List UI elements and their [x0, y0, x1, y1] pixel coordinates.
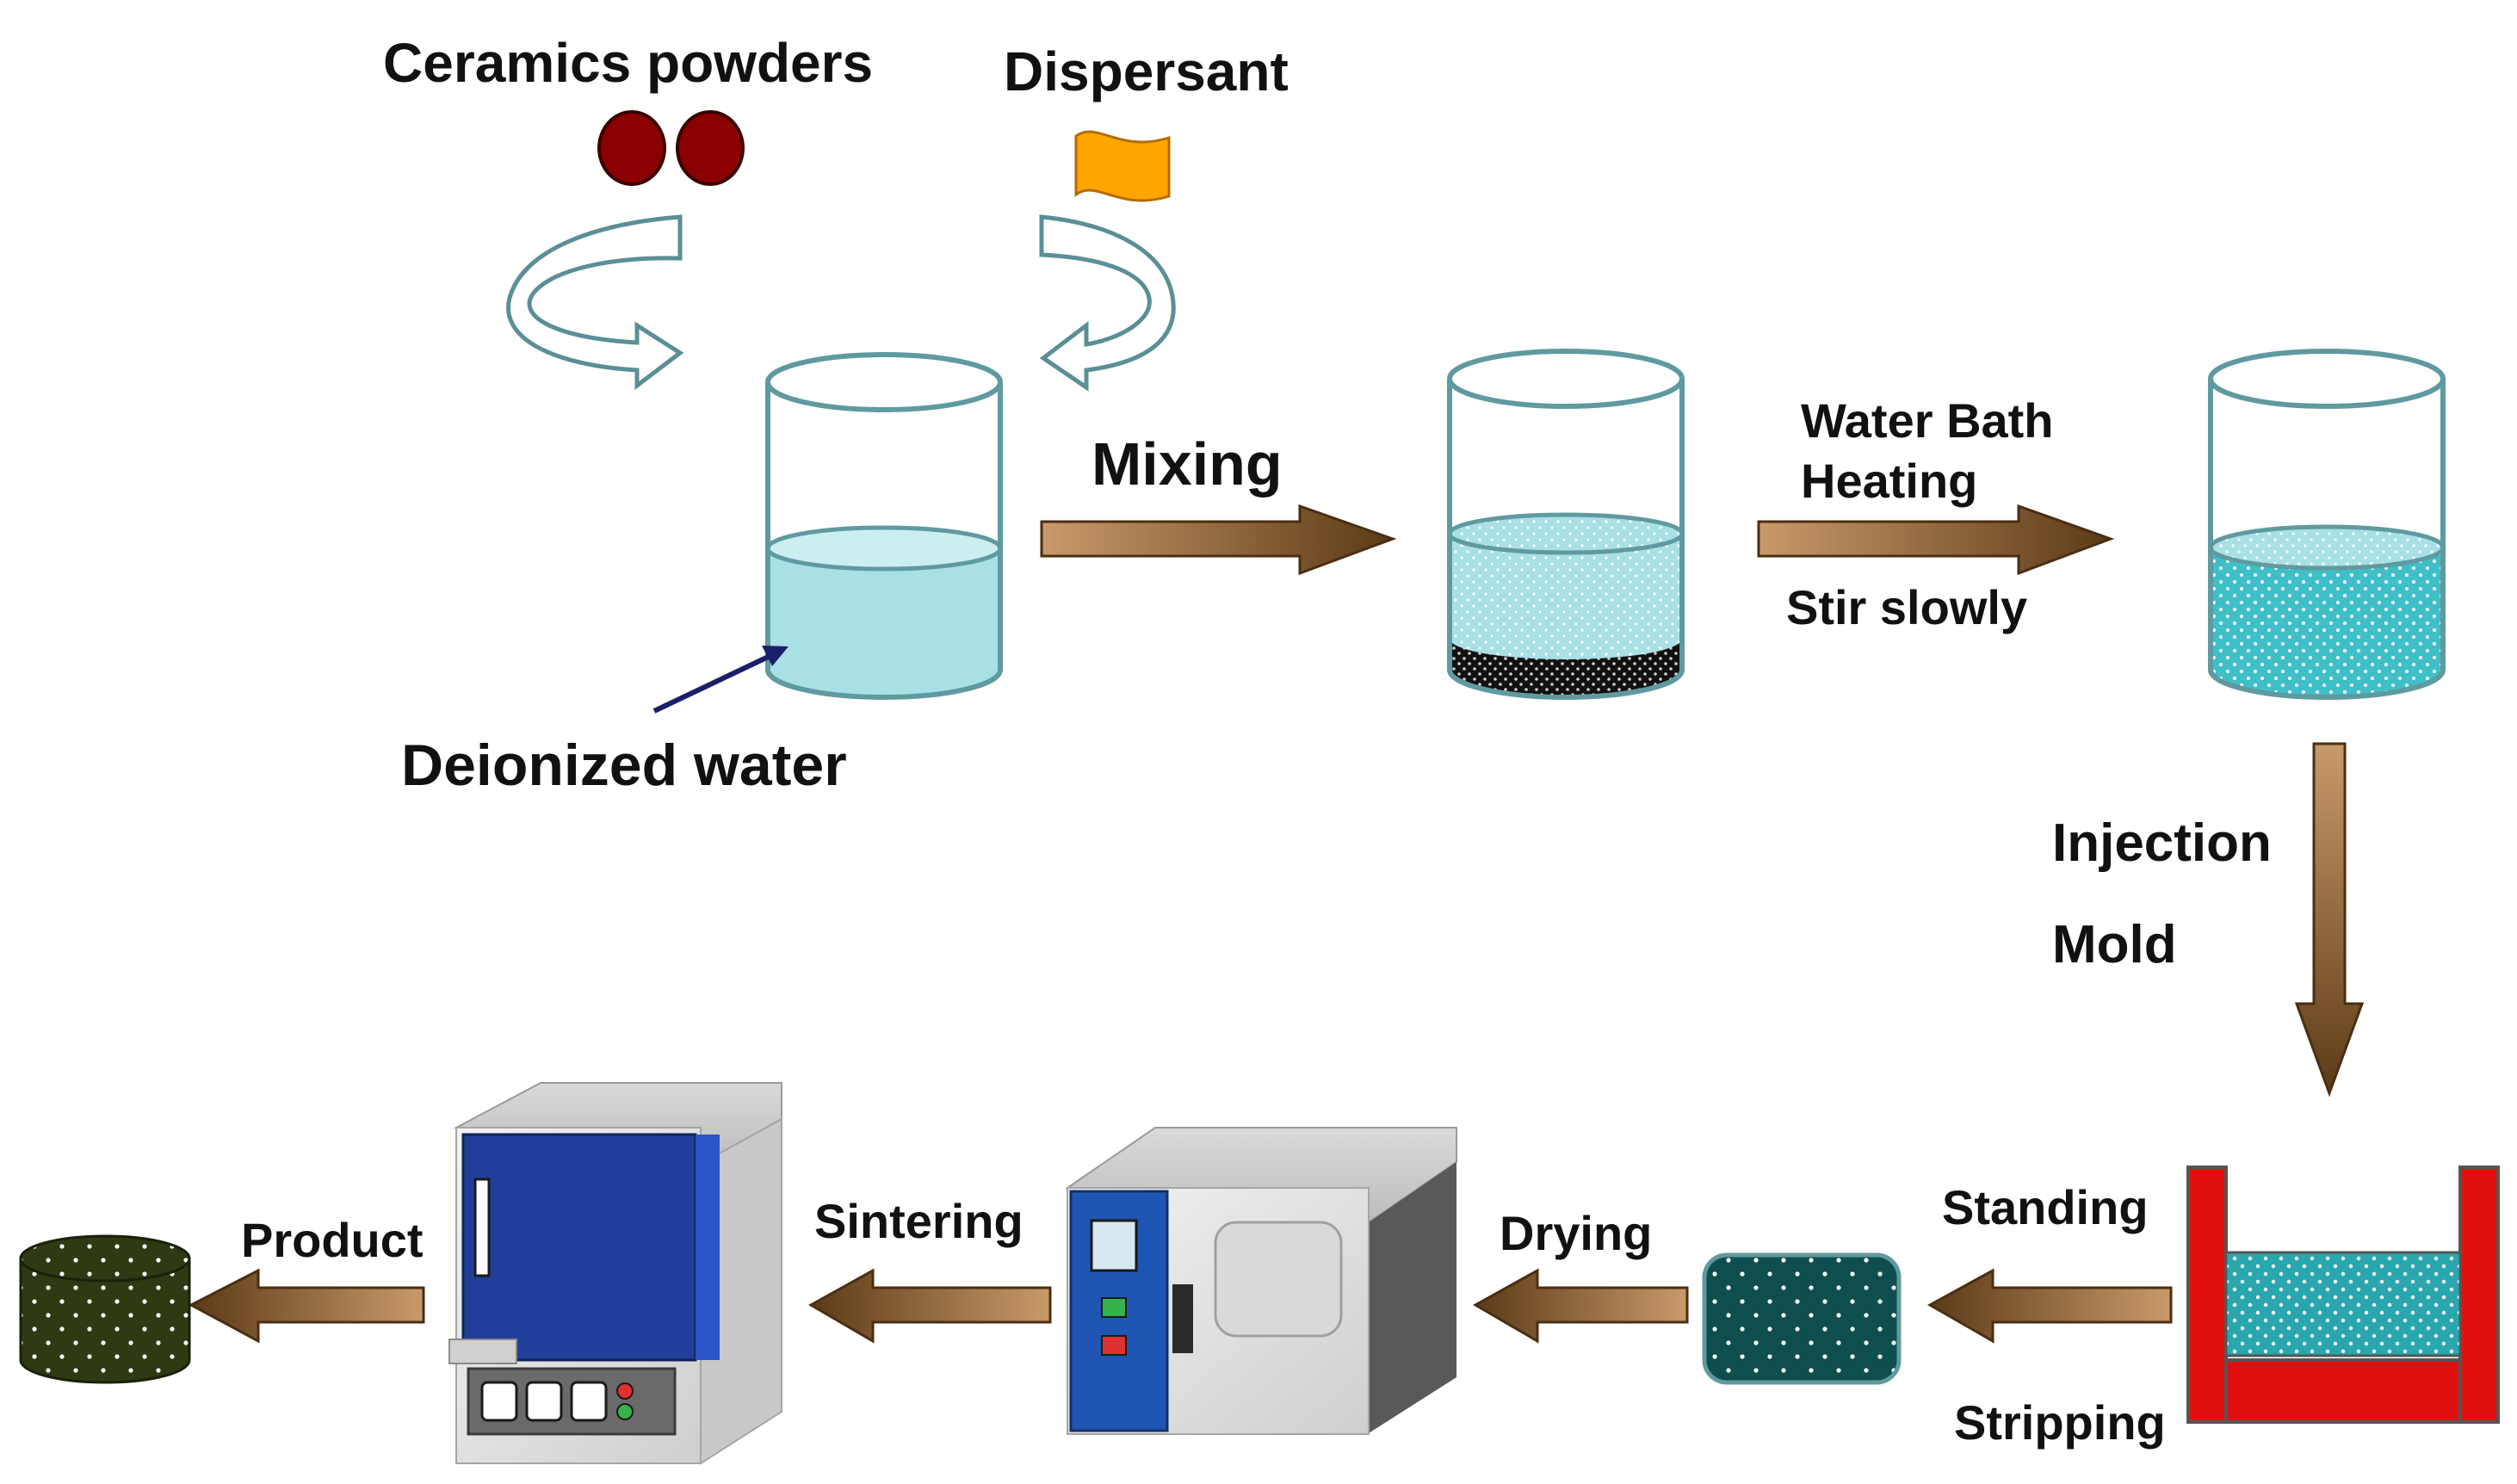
beaker-icon: [2208, 349, 2446, 700]
arrow-drying: [1472, 1268, 1689, 1344]
label-product: Product: [241, 1213, 424, 1267]
label-standing: Standing: [1942, 1180, 2149, 1234]
beaker-icon: [1447, 349, 1685, 700]
green-body-icon: [1702, 1252, 1902, 1385]
ceramic-powder-icon: [597, 110, 745, 186]
label-water-bath: Water Bath: [1801, 393, 2054, 448]
mold-icon: [2186, 1166, 2500, 1424]
arrow-product: [188, 1268, 425, 1344]
label-mold: Mold: [2052, 915, 2177, 974]
beaker-icon: [765, 352, 1003, 700]
arrow-water-bath: [1757, 504, 2115, 576]
label-dispersant: Dispersant: [1004, 40, 1289, 102]
label-drying: Drying: [1500, 1206, 1652, 1260]
label-stripping: Stripping: [1954, 1395, 2166, 1450]
label-heating: Heating: [1801, 454, 1977, 508]
furnace-icon: [448, 1082, 782, 1465]
label-deionized-water: Deionized water: [401, 733, 847, 798]
pointer-arrowhead: [762, 646, 788, 666]
label-mixing: Mixing: [1092, 430, 1283, 498]
dispersant-icon: [1074, 130, 1171, 202]
pointer-line: [652, 649, 781, 714]
arrow-standing: [1926, 1268, 2173, 1344]
label-sintering: Sintering: [814, 1194, 1023, 1248]
curved-arrow-right-icon: [1039, 214, 1176, 392]
curved-arrow-left-icon: [506, 214, 684, 391]
arrow-sintering: [807, 1268, 1052, 1344]
arrow-injection: [2294, 742, 2365, 1098]
label-stir-slowly: Stir slowly: [1786, 580, 2027, 634]
product-icon: [19, 1234, 191, 1384]
oven-icon: [1065, 1127, 1457, 1435]
label-ceramics-powders: Ceramics powders: [383, 32, 873, 94]
label-injection: Injection: [2052, 813, 2272, 873]
arrow-mixing: [1040, 504, 1397, 576]
